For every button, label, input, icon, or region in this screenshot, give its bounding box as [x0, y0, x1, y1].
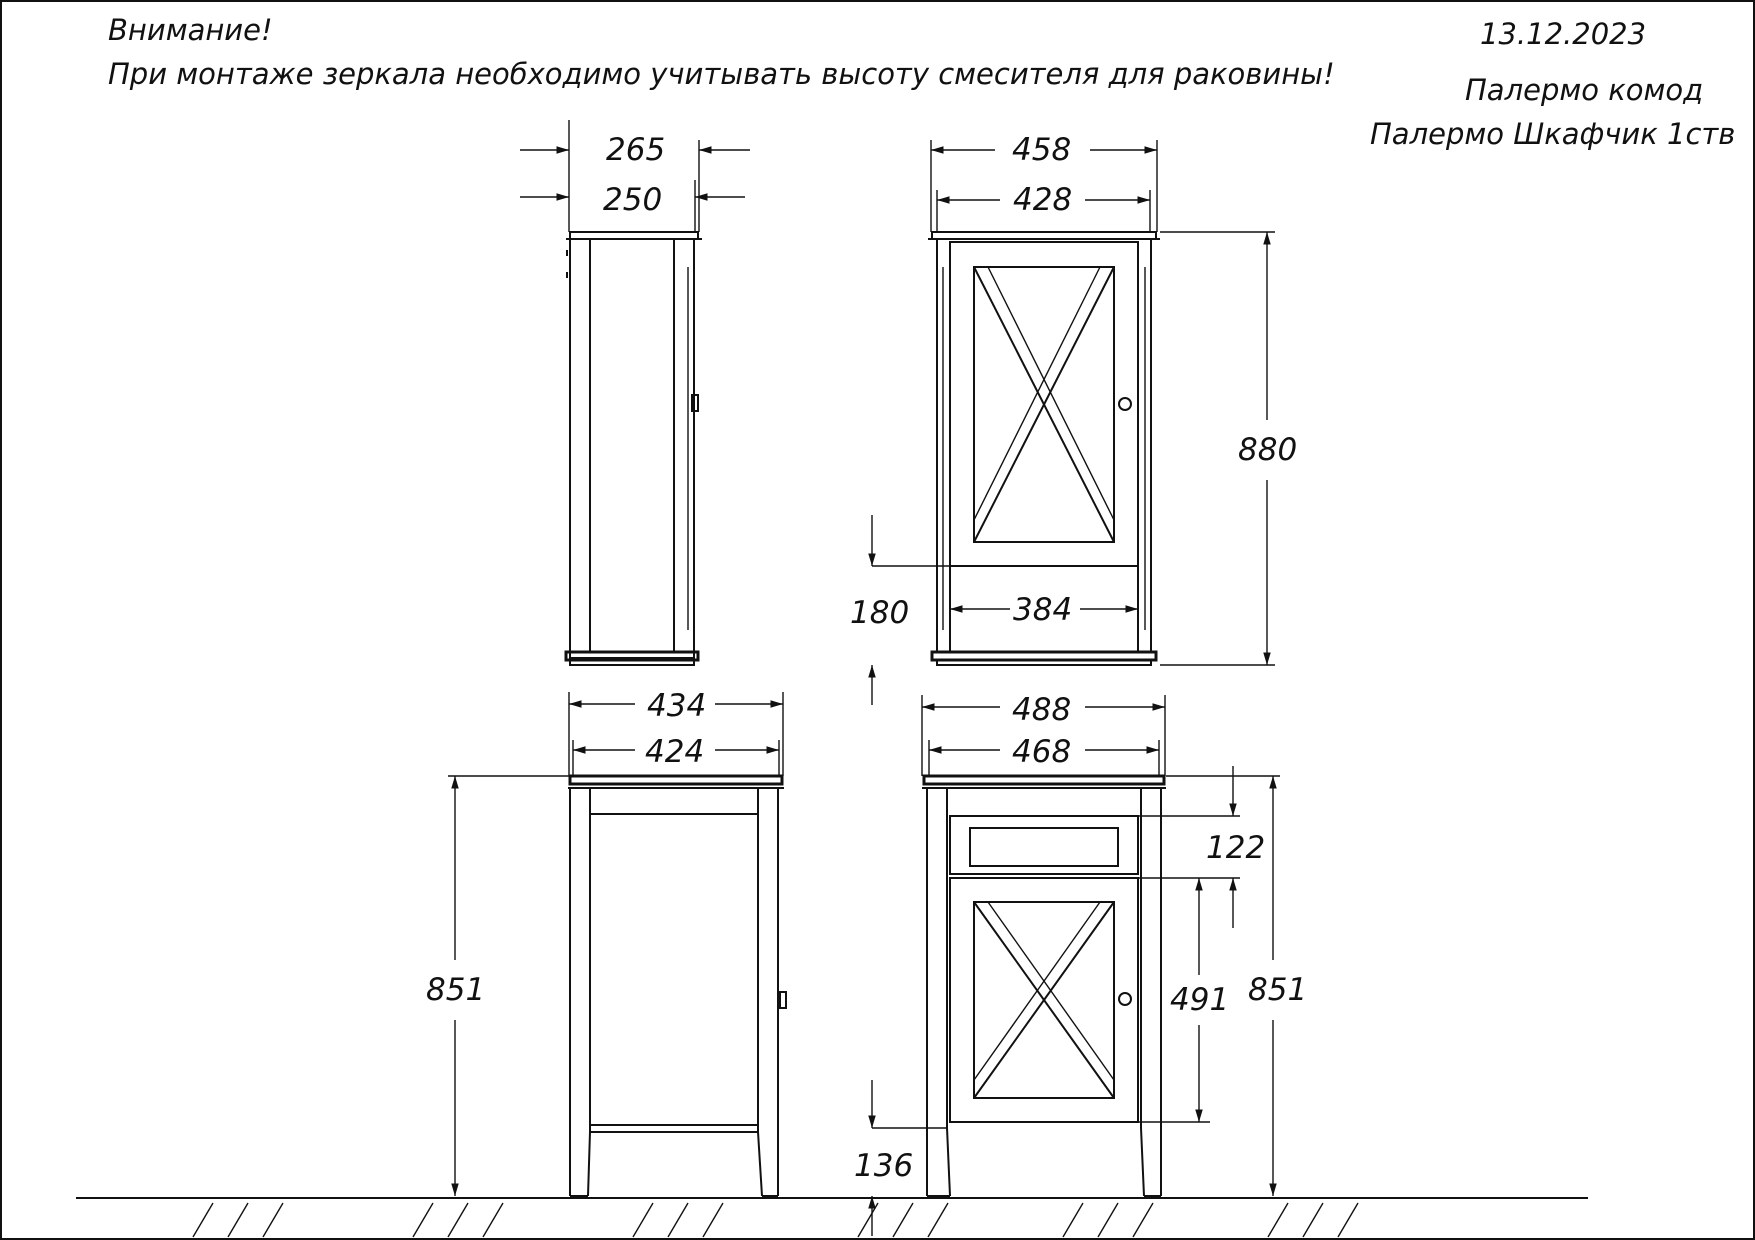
commode-front-view	[922, 774, 1166, 1197]
commode-drawer	[949, 815, 1139, 875]
dim-label: 434	[647, 688, 706, 724]
dim-label: 122	[1206, 830, 1265, 866]
cabinet-side-view	[564, 231, 702, 666]
dim-label: 851	[426, 972, 485, 1008]
dim-label: 265	[606, 132, 665, 168]
commode-side-view	[568, 774, 787, 1197]
knob-icon	[1118, 397, 1132, 411]
cabinet-door	[949, 241, 1139, 567]
dim-label: 250	[603, 182, 662, 218]
dim-label: 458	[1012, 132, 1071, 168]
dim-label: 488	[1012, 692, 1071, 728]
floor-hatching	[192, 1202, 1359, 1238]
dim-label: 880	[1238, 432, 1297, 468]
dim-label: 136	[854, 1148, 913, 1184]
handle-icon	[691, 394, 699, 412]
dim-label: 468	[1012, 734, 1071, 770]
dim-label: 491	[1170, 982, 1229, 1018]
knob-icon	[1118, 992, 1132, 1006]
dim-label: 384	[1013, 592, 1072, 628]
handle-icon	[779, 991, 787, 1009]
dim-label: 851	[1248, 972, 1307, 1008]
dim-label: 424	[645, 734, 704, 770]
drawing-date: 13.12.2023	[1480, 17, 1646, 51]
product-name-commode: Палермо комод	[1465, 73, 1703, 107]
product-name-cabinet: Палермо Шкафчик 1ств	[1370, 117, 1735, 151]
dim-label: 180	[850, 595, 909, 631]
commode-door	[949, 877, 1139, 1123]
dim-label: 428	[1013, 182, 1072, 218]
warning-title: Внимание!	[108, 13, 273, 47]
warning-text: При монтаже зеркала необходимо учитывать…	[108, 57, 1335, 91]
